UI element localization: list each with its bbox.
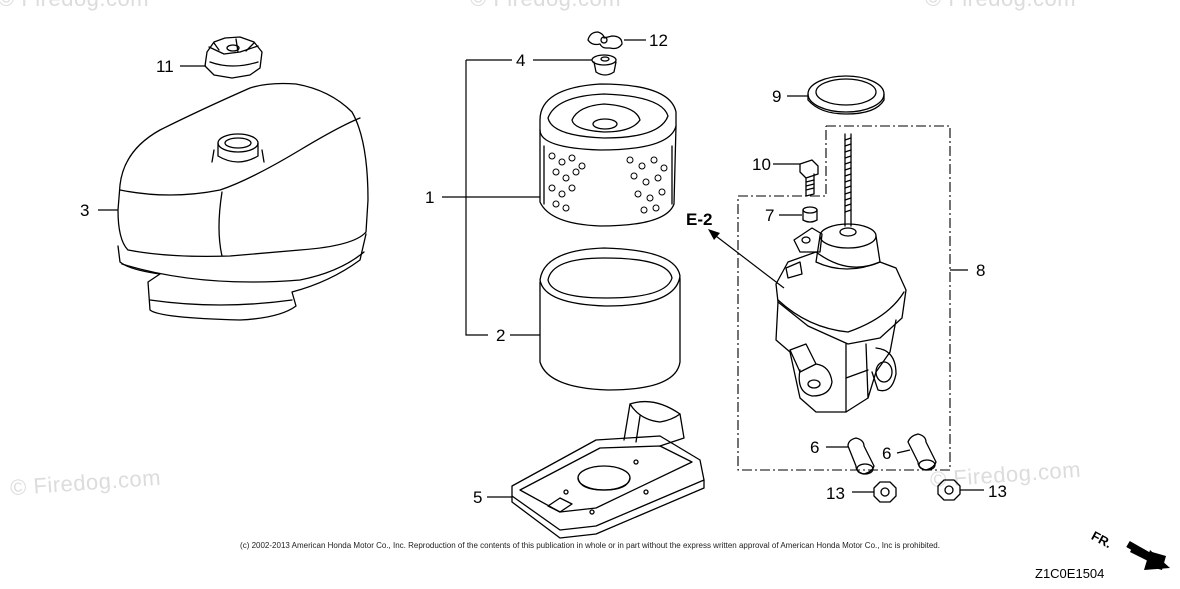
copyright-notice: (c) 2002-2013 American Honda Motor Co., … [240, 541, 940, 550]
watermark: © Firedog.com [925, 0, 1076, 12]
e2-arrowhead [708, 229, 720, 240]
watermark: © Firedog.com [470, 0, 621, 12]
assembly-bracket [737, 125, 951, 471]
air-cleaner-case-part [511, 400, 705, 539]
callout-6: 6 [810, 438, 820, 457]
collar-part [802, 206, 818, 223]
gasket-part [807, 75, 885, 115]
fuel-cap-part [204, 36, 263, 79]
air-filter-element-part [539, 83, 677, 227]
nut-parts [873, 479, 961, 503]
reference-e2-label[interactable]: E-2 [686, 210, 713, 229]
grommet-part [591, 54, 617, 76]
callout-2: 2 [496, 326, 506, 345]
bolt-part [799, 159, 819, 197]
leader-lines [98, 39, 984, 498]
air-cleaner-cover-part [117, 82, 369, 321]
callout-11: 11 [156, 57, 174, 76]
callout-13: 13 [826, 484, 845, 503]
front-direction-arrow-icon [1126, 540, 1170, 570]
callout-13: 13 [988, 482, 1007, 501]
callout-7: 7 [765, 206, 775, 225]
callout-5: 5 [473, 488, 483, 507]
callout-12: 12 [649, 31, 668, 50]
callout-6: 6 [882, 444, 892, 463]
callout-8: 8 [976, 261, 986, 280]
callout-9: 9 [772, 87, 782, 106]
outer-filter-part [539, 247, 681, 391]
callout-1: 1 [425, 188, 435, 207]
callout-10: 10 [752, 155, 771, 174]
callout-4: 4 [516, 51, 526, 70]
elbow-assembly-part [775, 133, 907, 413]
wing-nut-part [587, 31, 623, 50]
callout-3: 3 [80, 201, 90, 220]
diagram-code: Z1C0E1504 [1035, 566, 1105, 581]
watermark: © Firedog.com [0, 0, 149, 12]
tube-parts [847, 433, 937, 475]
